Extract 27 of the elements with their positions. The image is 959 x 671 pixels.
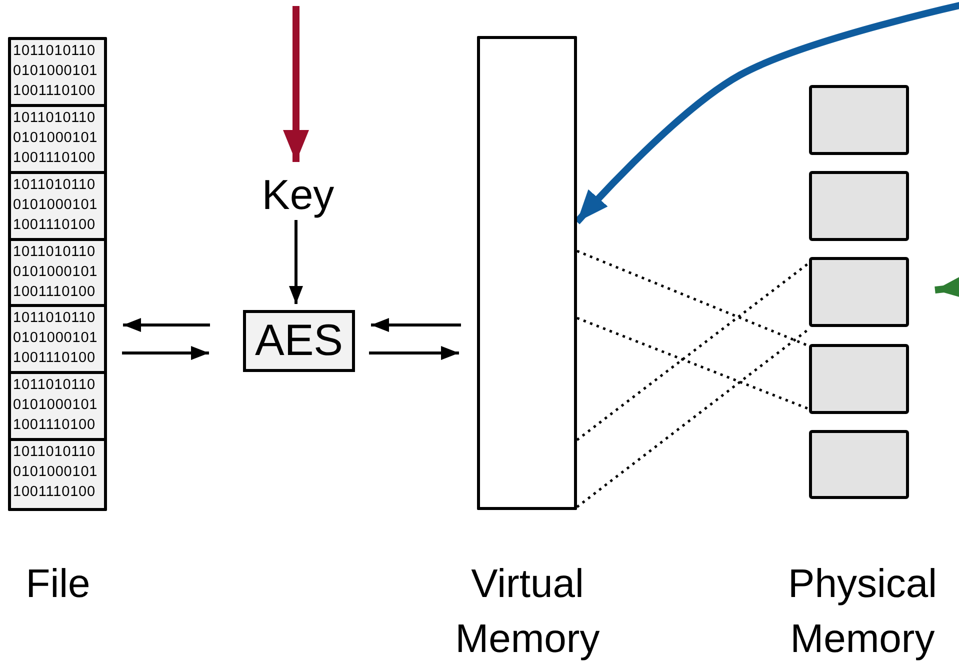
- file-block-stack: [8, 37, 107, 511]
- arrow: [283, 6, 309, 162]
- arrow: [371, 318, 461, 332]
- binary-data-block: 1011010110 0101000101 1001110100: [11, 106, 104, 174]
- memory-page-box: [809, 85, 909, 155]
- key-label: Key: [248, 168, 348, 222]
- virtual-memory-box: [477, 36, 577, 510]
- column-caption: Virtual Memory: [454, 561, 601, 663]
- binary-data-block: 1011010110 0101000101 1001110100: [11, 174, 104, 241]
- column-caption: Physical Memory: [787, 561, 938, 663]
- aes-box: AES: [243, 310, 355, 372]
- memory-page-box: [809, 171, 909, 241]
- column-caption: File: [24, 561, 92, 608]
- dotted-mapping-line: [576, 262, 810, 441]
- memory-page-box: [809, 257, 909, 327]
- memory-page-box: [809, 344, 909, 414]
- arrow: [123, 318, 210, 332]
- memory-page-box: [809, 430, 909, 499]
- arrow: [122, 346, 209, 360]
- binary-data-block: 1011010110 0101000101 1001110100: [11, 240, 104, 308]
- dotted-mapping-line: [576, 316, 810, 410]
- arrow: [369, 346, 459, 360]
- binary-data-block: 1011010110 0101000101 1001110100: [11, 40, 104, 107]
- arrow: [289, 220, 303, 304]
- dotted-mapping-line: [576, 328, 810, 508]
- binary-data-block: 1011010110 0101000101 1001110100: [11, 307, 104, 374]
- dotted-mapping-line: [576, 250, 810, 348]
